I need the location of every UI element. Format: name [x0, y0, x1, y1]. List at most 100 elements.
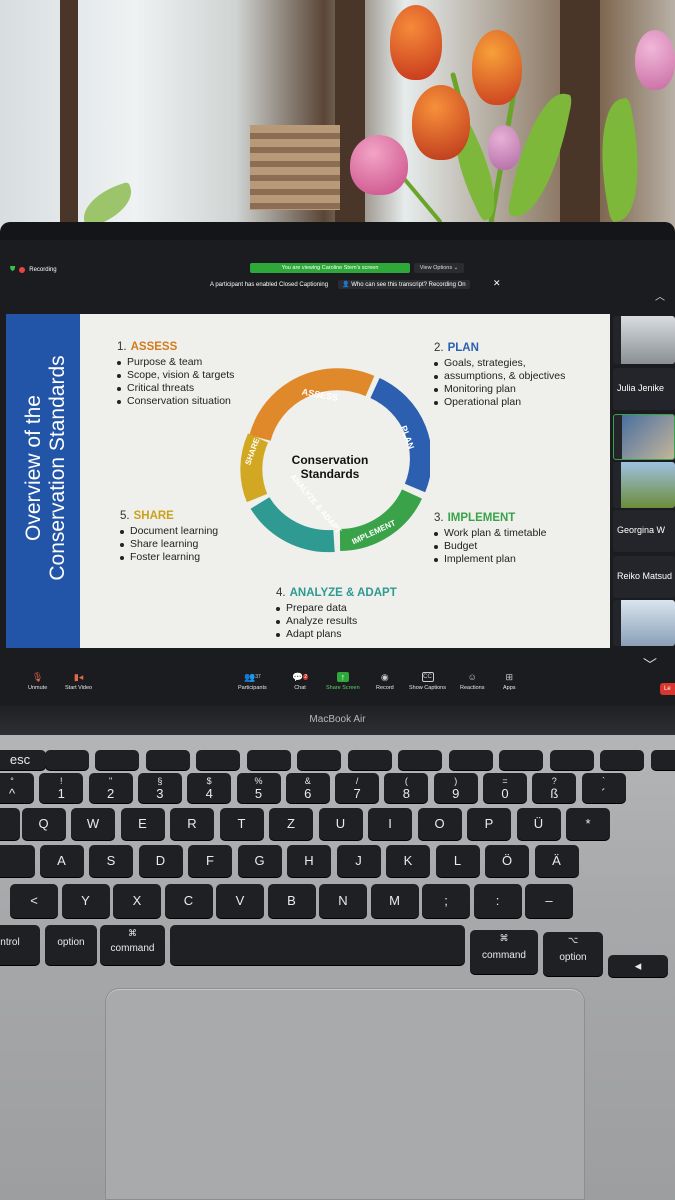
- record-button[interactable]: ◉ Record: [376, 671, 394, 692]
- function-key[interactable]: [95, 750, 139, 770]
- arrow-left-key[interactable]: ◂: [608, 955, 668, 977]
- letter-key[interactable]: X: [113, 884, 161, 918]
- function-key[interactable]: [650, 750, 675, 770]
- record-icon: ◉: [380, 671, 389, 682]
- letter-key[interactable]: I: [368, 808, 412, 840]
- letter-key[interactable]: ;: [422, 884, 470, 918]
- participant-name-tile[interactable]: Julia Jenike: [613, 368, 675, 410]
- function-key[interactable]: [600, 750, 644, 770]
- number-key[interactable]: §3: [137, 773, 182, 803]
- chevron-up-icon[interactable]: ︿: [655, 292, 665, 303]
- tulip-flower: [350, 135, 408, 195]
- letter-key[interactable]: N: [319, 884, 367, 918]
- space-bar[interactable]: [170, 925, 465, 965]
- key-shift-label: %: [254, 776, 263, 786]
- leave-button[interactable]: Le: [660, 683, 675, 695]
- letter-key[interactable]: B: [267, 884, 316, 918]
- function-key[interactable]: [297, 750, 341, 770]
- reactions-button[interactable]: ☺ Reactions: [460, 672, 485, 691]
- number-key[interactable]: (8: [384, 773, 429, 803]
- participant-video-tile[interactable]: [613, 462, 675, 508]
- letter-key[interactable]: O: [417, 808, 462, 840]
- letter-key[interactable]: K: [386, 845, 430, 877]
- share-screen-button[interactable]: ↑ Share Screen: [326, 672, 360, 691]
- trackpad[interactable]: [105, 988, 585, 1200]
- function-key[interactable]: [347, 750, 392, 770]
- number-key[interactable]: !1: [39, 773, 84, 803]
- number-key[interactable]: =0: [483, 773, 527, 803]
- letter-key[interactable]: U: [318, 808, 363, 840]
- function-key[interactable]: [549, 750, 594, 770]
- letter-key[interactable]: J: [336, 845, 381, 877]
- command-key[interactable]: ⌘command: [100, 925, 165, 965]
- letter-key[interactable]: Ü: [516, 808, 561, 840]
- letter-key[interactable]: T: [219, 808, 264, 840]
- letter-key[interactable]: E: [120, 808, 165, 840]
- letter-key[interactable]: H: [287, 845, 331, 877]
- number-key[interactable]: )9: [433, 773, 478, 803]
- function-key[interactable]: [145, 750, 190, 770]
- letter-key[interactable]: M: [370, 884, 419, 918]
- letter-key[interactable]: L: [435, 845, 480, 877]
- option-key-right[interactable]: ⌥option: [543, 932, 603, 976]
- number-key[interactable]: °^: [0, 773, 34, 803]
- function-key[interactable]: [196, 750, 240, 770]
- recording-indicator[interactable]: ⛊ Recording: [10, 266, 57, 274]
- close-icon[interactable]: ✕: [493, 278, 501, 288]
- letter-key[interactable]: C: [164, 884, 213, 918]
- list-item: Document learning: [120, 525, 218, 538]
- number-key[interactable]: %5: [236, 773, 281, 803]
- letter-key[interactable]: [0, 845, 35, 877]
- function-key[interactable]: [246, 750, 291, 770]
- view-options-button[interactable]: View Options ⌄: [414, 263, 464, 273]
- letter-key[interactable]: S: [89, 845, 133, 877]
- apps-button[interactable]: ⊞ Apps: [503, 671, 516, 692]
- letter-key[interactable]: –: [525, 884, 573, 918]
- letter-key[interactable]: :: [473, 884, 522, 918]
- command-key-right[interactable]: ⌘command: [470, 930, 538, 974]
- letter-key[interactable]: Ä: [534, 845, 579, 877]
- function-key[interactable]: [448, 750, 493, 770]
- number-key[interactable]: ?ß: [532, 773, 577, 803]
- participant-name-tile[interactable]: Georgina W: [613, 510, 675, 552]
- letter-key[interactable]: D: [138, 845, 183, 877]
- letter-key[interactable]: [0, 808, 20, 840]
- number-key[interactable]: $4: [187, 773, 232, 803]
- letter-key[interactable]: V: [216, 884, 264, 918]
- function-key[interactable]: esc: [0, 750, 46, 770]
- function-key[interactable]: [499, 750, 543, 770]
- letter-key[interactable]: Ö: [485, 845, 529, 877]
- show-captions-button[interactable]: CC Show Captions: [409, 672, 446, 691]
- number-key[interactable]: &6: [285, 773, 330, 803]
- participants-button[interactable]: 👥37 Participants: [238, 671, 267, 692]
- letter-key[interactable]: P: [467, 808, 511, 840]
- participant-video-tile[interactable]: [613, 600, 675, 646]
- letter-key[interactable]: F: [188, 845, 232, 877]
- letter-key[interactable]: Z: [269, 808, 313, 840]
- unmute-button[interactable]: 🎙 Unmute: [28, 671, 48, 692]
- letter-key[interactable]: *: [566, 808, 610, 840]
- number-key[interactable]: /7: [335, 773, 380, 803]
- transcript-visibility-link[interactable]: 👤 Who can see this transcript? Recording…: [338, 280, 470, 289]
- participant-name-tile[interactable]: Reiko Matsud: [613, 556, 675, 598]
- function-key[interactable]: [44, 750, 89, 770]
- function-key[interactable]: [398, 750, 442, 770]
- key-label: –: [545, 893, 553, 908]
- letter-key[interactable]: A: [39, 845, 84, 877]
- participant-video-tile[interactable]: [613, 414, 675, 460]
- chat-button[interactable]: 💬2 Chat: [292, 671, 308, 691]
- letter-key[interactable]: Y: [61, 884, 110, 918]
- apps-icon: ⊞: [505, 671, 514, 682]
- number-key[interactable]: "2: [88, 773, 133, 803]
- option-key[interactable]: option: [45, 925, 97, 965]
- letter-key[interactable]: R: [170, 808, 214, 840]
- start-video-button[interactable]: ▮◂ Start Video: [65, 671, 93, 692]
- letter-key[interactable]: G: [237, 845, 282, 877]
- control-key[interactable]: ntrol: [0, 925, 40, 965]
- letter-key[interactable]: Q: [21, 808, 66, 840]
- number-key[interactable]: `´: [581, 773, 626, 803]
- letter-key[interactable]: <: [10, 884, 58, 918]
- letter-key[interactable]: W: [71, 808, 115, 840]
- participant-video-tile[interactable]: [613, 316, 675, 364]
- key-label: *: [585, 816, 591, 831]
